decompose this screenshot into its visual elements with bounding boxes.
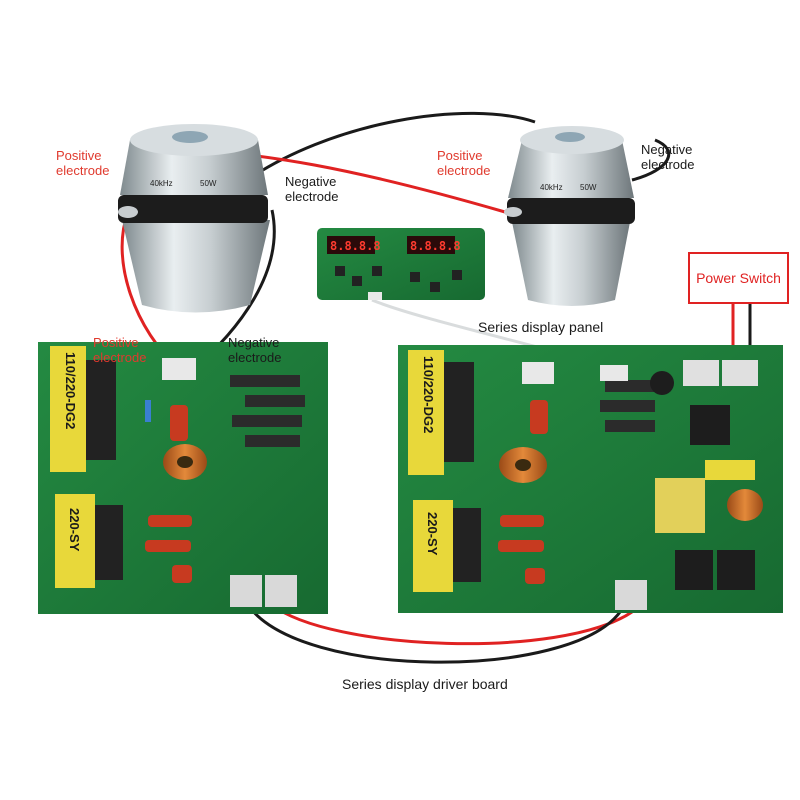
driver-board-left: 110/220-DG2 220-SY xyxy=(38,342,328,614)
transducer-right-power: 50W xyxy=(580,183,597,192)
board-left-transformer-top: 110/220-DG2 xyxy=(63,352,78,429)
board-left-transformer-bottom: 220-SY xyxy=(67,508,82,552)
transducer-left-spec: 40kHz xyxy=(150,179,173,188)
label-negative-electrode-left: Negative electrode xyxy=(285,174,339,204)
display-buttons xyxy=(335,266,462,292)
transducer-left: 40kHz 50W xyxy=(118,124,270,313)
black-wire-right xyxy=(631,138,671,182)
label-display-panel: Series display panel xyxy=(478,319,604,335)
label-positive-electrode-left: Positive electrode xyxy=(56,148,110,178)
transducer-right: 40kHz 50W xyxy=(504,126,635,306)
label-positive-electrode-right: Positive electrode xyxy=(437,148,491,178)
label-negative-electrode-right: Negative electrode xyxy=(641,142,695,172)
black-wire-top xyxy=(239,111,536,187)
transducer-right-spec: 40kHz xyxy=(540,183,563,192)
red-wire-bottom xyxy=(271,603,633,646)
display-left-digits: 8.8.8.8 xyxy=(330,239,381,253)
board-right-transformer-bottom: 220-SY xyxy=(425,512,440,556)
display-panel: 8.8.8.8 8.8.8.8 xyxy=(317,228,485,300)
display-right-digits: 8.8.8.8 xyxy=(410,239,461,253)
board-right-transformer-top: 110/220-DG2 xyxy=(421,356,436,433)
power-switch-box: Power Switch xyxy=(688,252,789,304)
label-negative-electrode-board: Negative electrode xyxy=(228,335,282,365)
label-power-switch: Power Switch xyxy=(696,270,781,286)
driver-board-right: 110/220-DG2 220-SY xyxy=(398,345,783,613)
transducer-left-power: 50W xyxy=(200,179,217,188)
label-positive-electrode-board: Positive electrode xyxy=(93,335,147,365)
label-driver-board: Series display driver board xyxy=(342,676,508,692)
black-wire-bottom xyxy=(246,604,622,664)
